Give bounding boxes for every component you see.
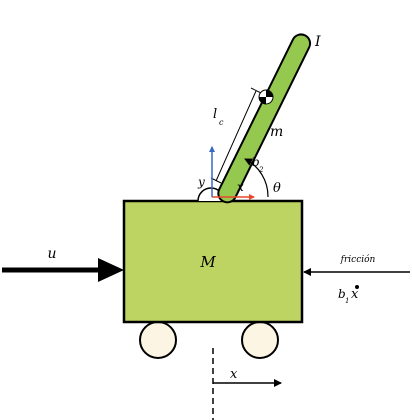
center-length-dimension — [215, 90, 257, 182]
angle-label: θ — [273, 181, 281, 196]
right-wheel — [241, 321, 279, 359]
cart-position-label: x — [230, 367, 238, 382]
inertia-label: I — [314, 34, 321, 50]
friction-term-b: b — [338, 287, 346, 301]
center-length-sub: c — [219, 118, 224, 127]
cart-body — [122, 199, 304, 324]
angle-arc — [244, 158, 269, 198]
input-force-arrowhead — [98, 258, 124, 282]
pendulum-rod — [217, 33, 312, 204]
local-y-axis-label: y — [197, 175, 205, 189]
friction-term-dot — [355, 285, 359, 289]
center-length-label: l — [213, 107, 217, 122]
center-length-tick-top — [250, 87, 262, 94]
cart-mass-label: M — [199, 253, 216, 271]
friction-term-x: x — [351, 287, 359, 302]
local-x-axis-label: x — [237, 180, 244, 194]
friction-label: fricción — [340, 254, 376, 265]
left-wheel — [139, 321, 177, 359]
friction-term-sub: 1 — [345, 297, 349, 305]
pivot-damping-label: b — [252, 155, 260, 169]
input-force-label: u — [47, 246, 56, 262]
pendulum-mass-label: m — [270, 124, 283, 140]
center-of-mass-icon — [258, 89, 274, 105]
pivot-damping-sub: 2 — [258, 166, 264, 174]
